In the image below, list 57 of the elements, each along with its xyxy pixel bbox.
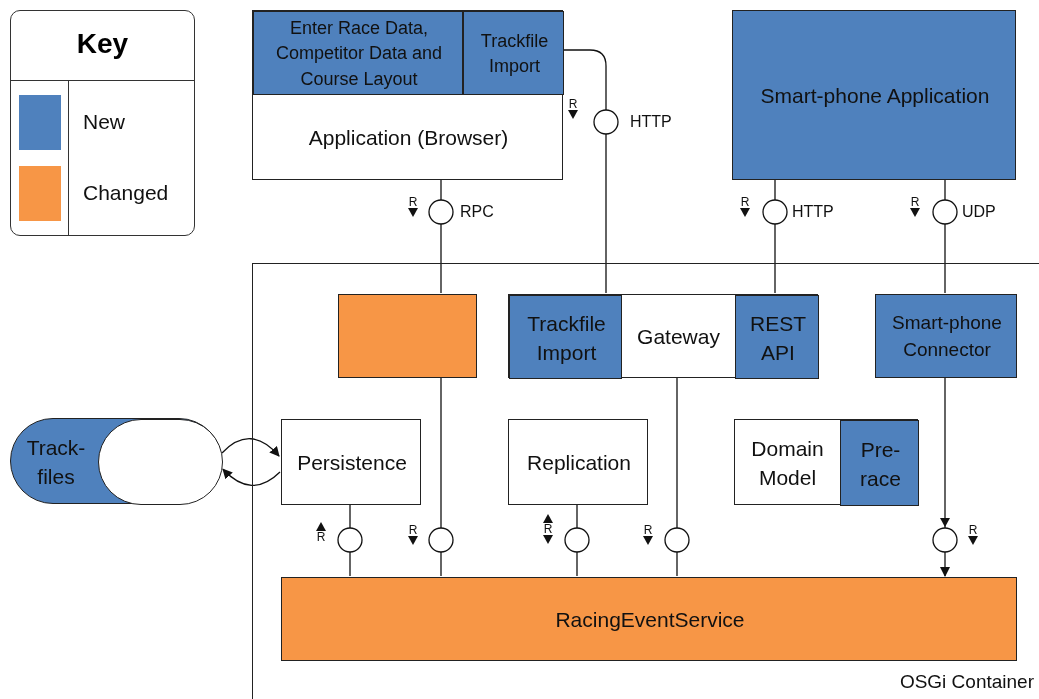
- role-label: R: [910, 196, 920, 208]
- component-box: [840, 420, 919, 506]
- application-box: [252, 10, 563, 180]
- edge-label: UDP: [962, 202, 996, 222]
- node-label: Domain Model: [750, 435, 825, 491]
- node-label: REST API: [749, 310, 807, 366]
- component-box: [281, 419, 421, 505]
- component-box: [734, 419, 918, 505]
- container-frame: [252, 263, 1039, 699]
- role-label: R: [968, 524, 978, 536]
- node-label: Persistence: [297, 450, 407, 477]
- role-label: R: [408, 196, 418, 208]
- role-label: R: [543, 523, 553, 535]
- role-label: R: [568, 98, 578, 110]
- connector: [349, 503, 351, 577]
- edge-label: RPC: [460, 202, 494, 222]
- role-label: R: [408, 524, 418, 536]
- connector: [562, 49, 607, 294]
- connector: [440, 376, 442, 577]
- node-label: RacingEventService: [555, 607, 745, 634]
- node-label: Trackfile Import: [479, 29, 550, 78]
- feature-box: [253, 11, 463, 95]
- feature-box: [463, 11, 564, 95]
- legend-label: Changed: [83, 181, 169, 205]
- node-label: Smart-phone Connector: [891, 311, 1003, 362]
- legend-title: Key: [75, 27, 130, 61]
- connector: [221, 438, 280, 457]
- component-box: [508, 419, 648, 505]
- node-label: Gateway: [637, 324, 720, 351]
- role-label: R: [740, 196, 750, 208]
- component-box: [875, 294, 1017, 378]
- node-label: OSGi Container: [899, 669, 1034, 694]
- connector: [222, 468, 281, 486]
- edge-label: HTTP: [792, 202, 834, 222]
- node-label: Trackfile Import: [526, 310, 607, 366]
- connector: [576, 503, 578, 577]
- node-label: Replication: [527, 450, 631, 477]
- edge-label: HTTP: [630, 112, 672, 132]
- component-box: [509, 295, 622, 379]
- role-label: R: [643, 524, 653, 536]
- service-bar: [281, 577, 1017, 661]
- component-box: [338, 294, 477, 378]
- application-box: [732, 10, 1016, 180]
- connector: [774, 179, 776, 294]
- connector: [676, 376, 678, 577]
- legend-label: New: [83, 110, 125, 134]
- connector: [440, 179, 442, 294]
- connector: [944, 179, 946, 294]
- node-label: Smart-phone Application: [760, 83, 990, 110]
- node-label: Track-files: [25, 434, 87, 490]
- node-label: Application (Browser): [308, 125, 509, 152]
- connector: [940, 376, 950, 577]
- node-label: Enter Race Data, Competitor Data and Course Layout: [274, 17, 444, 91]
- role-label: R: [316, 531, 326, 543]
- component-box: [508, 294, 818, 378]
- node-label: Pre-race: [859, 436, 902, 492]
- component-box: [735, 295, 819, 379]
